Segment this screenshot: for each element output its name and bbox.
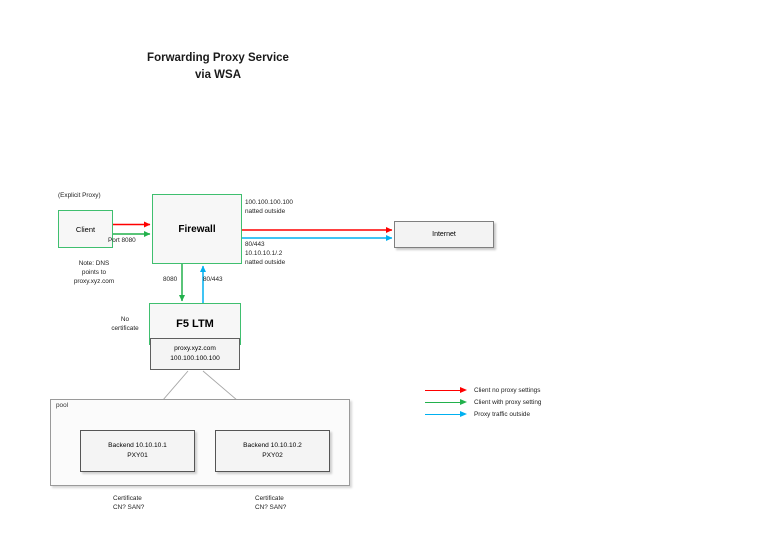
- annotation-certificate-1: Certificate CN? SAN?: [113, 495, 145, 511]
- annotation-certificate-2: Certificate CN? SAN?: [255, 495, 287, 511]
- pool-member-2-name: Backend 10.10.10.2: [243, 442, 302, 449]
- legend-label-client-with-proxy: Client with proxy setting: [474, 399, 542, 406]
- legend-swatch-red: [425, 386, 469, 395]
- legend-label-client-no-proxy: Client no proxy settings: [474, 387, 541, 394]
- pool-label: pool: [56, 402, 69, 409]
- virtual-server-ip: 100.100.100.100: [170, 355, 220, 362]
- pool-member-1-name: Backend 10.10.10.1: [108, 442, 167, 449]
- legend-item-client-no-proxy: Client no proxy settings: [425, 386, 542, 395]
- annotation-port-8080: Port 8080: [108, 237, 136, 244]
- annotation-explicit-proxy: (Explicit Proxy): [58, 192, 101, 199]
- annotation-dns-note: Note: DNS points to proxy.xyz.com: [73, 260, 115, 285]
- pool-member-1[interactable]: Backend 10.10.10.1 PXY01: [80, 430, 195, 472]
- legend-item-proxy-traffic-outside: Proxy traffic outside: [425, 410, 542, 419]
- annotation-natted-outside-top: 100.100.100.100 natted outside: [245, 199, 293, 215]
- node-firewall[interactable]: Firewall: [152, 194, 242, 264]
- node-client-label: Client: [75, 224, 96, 234]
- annotation-natted-outside-bottom: 80/443 10.10.10.1/.2 natted outside: [245, 241, 286, 266]
- node-internet-label: Internet: [432, 231, 456, 238]
- node-firewall-label: Firewall: [178, 223, 216, 235]
- annotation-firewall-to-f5-port: 8080: [163, 276, 178, 283]
- node-client[interactable]: Client: [58, 210, 113, 248]
- pool-member-1-host: PXY01: [127, 452, 148, 459]
- annotation-no-certificate: No certificate: [111, 316, 139, 332]
- node-f5-virtual-server[interactable]: proxy.xyz.com 100.100.100.100: [150, 338, 240, 370]
- legend-swatch-green: [425, 398, 469, 407]
- pool-member-2[interactable]: Backend 10.10.10.2 PXY02: [215, 430, 330, 472]
- legend-swatch-cyan: [425, 410, 469, 419]
- node-f5-ltm-label: F5 LTM: [176, 318, 214, 330]
- legend-label-proxy-traffic-outside: Proxy traffic outside: [474, 411, 531, 418]
- node-internet[interactable]: Internet: [394, 221, 494, 248]
- pool-member-2-host: PXY02: [262, 452, 283, 459]
- legend: Client no proxy settings Client with pro…: [425, 386, 542, 419]
- legend-item-client-with-proxy: Client with proxy setting: [425, 398, 542, 407]
- virtual-server-hostname: proxy.xyz.com: [174, 345, 216, 352]
- page-title: Forwarding Proxy Service via WSA: [147, 52, 289, 81]
- annotation-f5-to-firewall-port: 80/443: [203, 276, 223, 283]
